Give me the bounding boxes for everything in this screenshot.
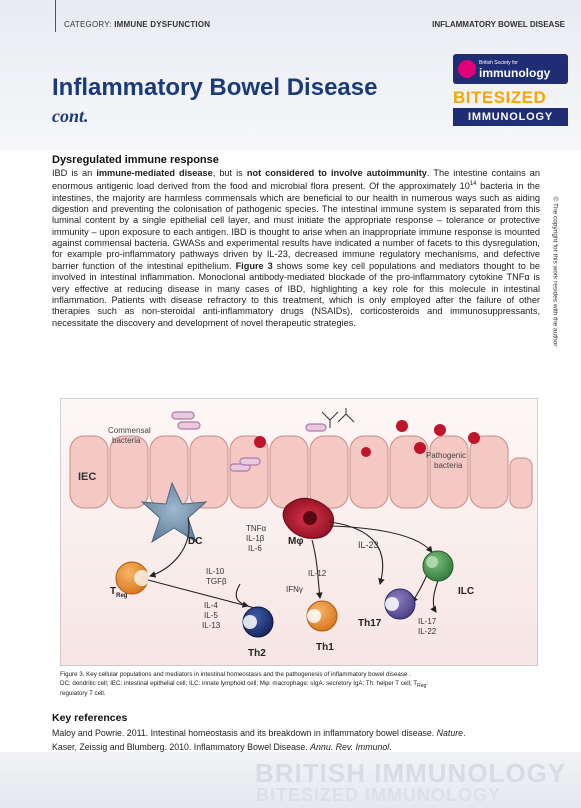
logo-immunology: IMMUNOLOGY (453, 108, 568, 126)
logo-bitesized: BITESIZED (453, 88, 547, 107)
header-divider (55, 0, 56, 32)
caption-line-3: regulatory T cell. (60, 690, 106, 698)
ilc-nucleus (426, 556, 438, 568)
copyright-note: © The copyright for this work resides wi… (551, 196, 559, 347)
il1b-label: IL-1β (246, 534, 265, 543)
antibody-icon (321, 408, 355, 428)
commensal-bacteria-icon (171, 411, 327, 472)
commensal-label-2: bacteria (112, 436, 141, 445)
il17-label: IL-17 (418, 617, 437, 626)
category-prefix: CATEGORY: (64, 20, 112, 29)
treg-nucleus (134, 570, 150, 586)
footer-band (0, 752, 581, 808)
th1-nucleus (307, 609, 321, 623)
ilc-cell-icon (422, 550, 454, 582)
body-paragraph: IBD is an immune-mediated disease, but i… (52, 168, 541, 328)
iec-label: IEC (78, 471, 96, 483)
topic-label: INFLAMMATORY BOWEL DISEASE (432, 20, 565, 29)
bsi-logo-icon (458, 60, 476, 78)
category-name: IMMUNE DYSFUNCTION (114, 20, 211, 29)
dendritic-cell-icon (140, 481, 208, 544)
figure-diagram: Commensal bacteria Pathogenic bacteria I… (60, 398, 538, 666)
th1-label: Th1 (316, 642, 334, 653)
arrows (147, 517, 441, 613)
page-title: Inflammatory Bowel Disease (52, 74, 378, 101)
caption-line-1: Figure 3. Key cellular populations and m… (60, 671, 411, 678)
commensal-label-1: Commensal (108, 426, 151, 435)
pathogenic-bacteria-icon (254, 420, 480, 457)
pathogenic-label-2: bacteria (434, 461, 463, 470)
epithelial-layer (69, 435, 533, 509)
il22-label: IL-22 (418, 627, 437, 636)
tgfb-label: TGFβ (206, 577, 227, 586)
reference-1: Maloy and Powrie. 2011. Intestinal homeo… (52, 728, 466, 738)
figure-caption: Figure 3. Key cellular populations and m… (60, 671, 538, 699)
ilc-label: ILC (458, 586, 474, 597)
il13-label: IL-13 (202, 621, 221, 630)
pathogenic-label-1: Pathogenic (426, 451, 466, 460)
il5-label: IL-5 (204, 611, 218, 620)
page-subtitle: cont. (52, 106, 89, 126)
il10-label: IL-10 (206, 567, 225, 576)
logo-name: immunology (479, 66, 551, 80)
il4-label: IL-4 (204, 601, 218, 610)
th17-nucleus (385, 597, 399, 611)
th17-label: Th17 (358, 618, 382, 629)
references-heading: Key references (52, 712, 128, 724)
il23-label: IL-23 (358, 540, 379, 550)
section-heading: Dysregulated immune response (52, 154, 219, 166)
ifng-label: IFNγ (286, 585, 303, 594)
caption-line-2: DC: dendritic cell; IEC: intestinal epit… (60, 679, 429, 689)
il6-label: IL-6 (248, 544, 262, 553)
category-label: CATEGORY: IMMUNE DYSFUNCTION (64, 20, 210, 29)
bitesized-logo: British Society for immunology BITESIZED… (453, 54, 568, 126)
treg-label: TReg (110, 586, 128, 599)
mphi-label: Mφ (288, 536, 303, 547)
reference-2: Kaser, Zeissig and Blumberg. 2010. Infla… (52, 742, 392, 752)
footer-watermark: BRITISH IMMUNOLOGY (255, 758, 567, 788)
th2-nucleus (243, 615, 257, 629)
bsi-logo-bar: British Society for immunology (453, 54, 568, 84)
macrophage-nucleus (303, 511, 317, 525)
footer-watermark-2: BITESIZED IMMUNOLOGY (256, 785, 501, 805)
dc-label: DC (188, 536, 202, 547)
th2-label: Th2 (248, 648, 266, 659)
tnf-label: TNFα (246, 524, 267, 533)
logo-small-text: British Society for (479, 60, 518, 66)
